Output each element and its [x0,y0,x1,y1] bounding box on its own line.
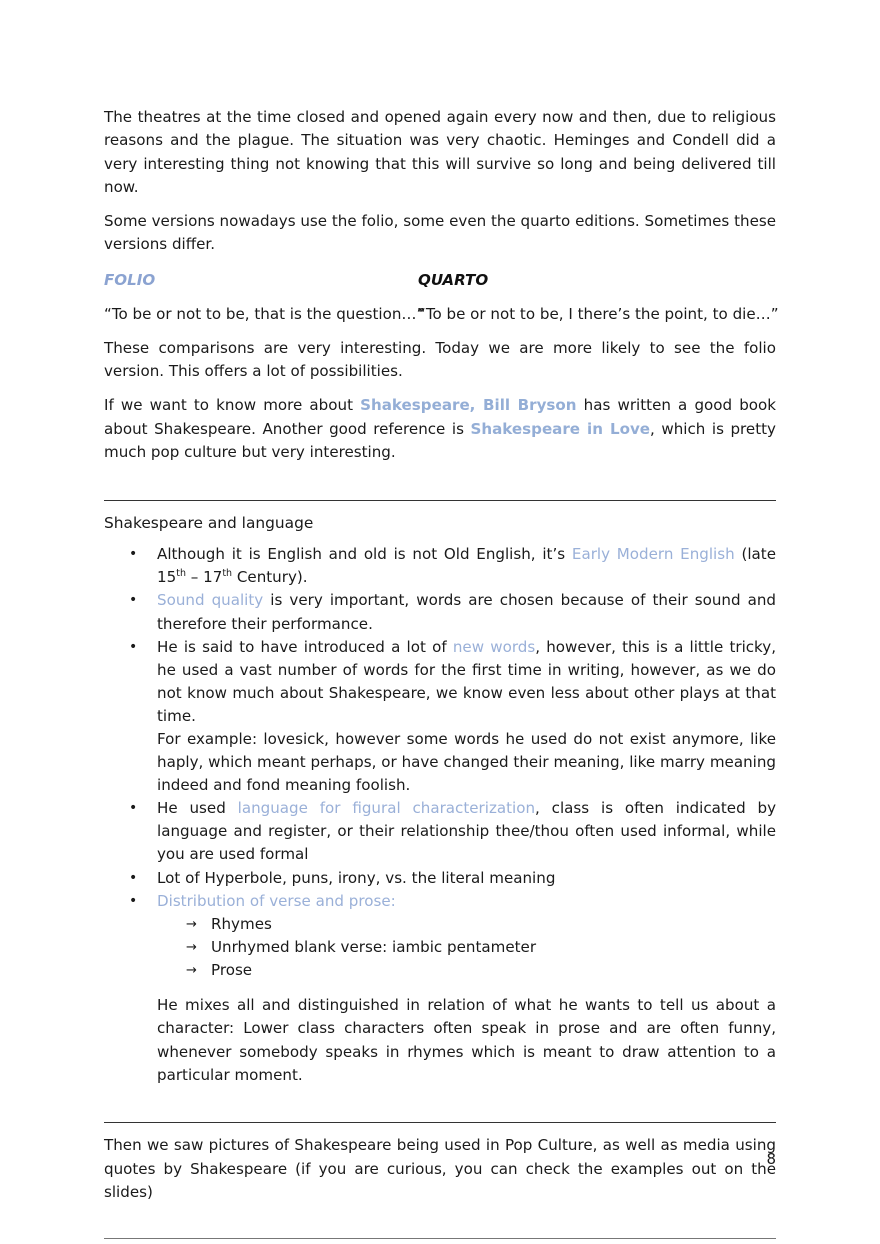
paragraph-pop-culture: Then we saw pictures of Shakespeare bein… [104,1136,776,1201]
bullet-icon: • [129,592,138,609]
bullet-icon: • [129,869,138,886]
text-run: Century). [232,568,308,587]
reference-bryson: Shakespeare, Bill Bryson [360,396,577,415]
quarto-quote: “To be or not to be, I there’s the point… [418,304,779,323]
folio-label: FOLIO [104,270,156,289]
text-run: , class is often indicated by language a… [157,799,777,864]
bullet-icon: • [129,638,138,655]
paragraph-mixes: He mixes all and distinguished in relati… [157,996,776,1084]
section-divider [104,500,776,502]
sub-list-item: → Unrhymed blank verse: iambic pentameter [186,936,776,959]
text-run: For example: lovesick, however some word… [157,730,776,795]
paragraph-versions: Some versions nowadays use the folio, so… [104,212,777,254]
list-item: • He used language for figural characteri… [104,797,776,866]
document-page: The theatres at the time closed and open… [104,106,779,1240]
sub-list-item: → Prose [186,959,776,982]
text-run: Unrhymed blank verse: iambic pentameter [211,937,537,956]
list-item: •He is said to have introduced a lot of … [104,636,776,798]
language-bullet-list: • Although it is English and old is not O… [104,543,776,982]
quarto-label: QUARTO [418,270,489,289]
paragraph-comparisons: These comparisons are very interesting. … [104,338,776,381]
paragraph-references: If we want to know more about Shakespear… [104,394,776,464]
arrow-right-icon: → [186,939,197,955]
text-run: If we want to know more about [104,396,361,415]
highlight-sound-quality: Sound quality [157,591,264,610]
text-run: (late 15 [157,545,776,587]
text-run: Although it is English and old is not Ol… [157,545,572,564]
page-number: 8 [766,1150,776,1168]
text-run: Rhymes [211,914,272,933]
list-item: • Distribution of verse and prose: → Rhyme… [104,890,776,982]
arrow-right-icon: → [186,962,197,978]
text-run: – 17 [185,568,223,587]
arrow-right-icon: → [186,916,197,932]
superscript: th [176,568,186,580]
list-item: • Lot of Hyperbole, puns, irony, vs. the … [104,867,776,890]
bullet-icon: • [129,892,138,909]
highlight-verse-prose: Distribution of verse and prose: [157,891,396,910]
highlight-new-words: new words [452,637,536,656]
text-run: He used [157,799,238,818]
verse-prose-sublist: → Rhymes → Unrhymed blank verse: iambic pe… [157,913,776,982]
footer-divider [104,1238,776,1240]
section-divider [104,1122,776,1124]
paragraph-theatres: The theatres at the time closed and open… [104,108,776,196]
folio-quote: “To be or not to be, that is the questio… [104,304,425,323]
text-run: Lot of Hyperbole, puns, irony, vs. the l… [157,868,556,887]
comparison-labels: FOLIO QUARTO [104,269,776,292]
comparison-quotes: “To be or not to be, that is the questio… [104,303,779,326]
text-run: has written a good book about Shakespear… [104,396,777,438]
section-heading: Shakespeare and language [104,514,314,533]
sub-list-item: → Rhymes [186,913,776,936]
superscript: th [222,568,233,580]
text-run: He is said to have introduced a lot of [157,637,453,656]
highlight-early-modern-english: Early Modern English [571,545,735,564]
list-item: • Sound quality is very important, words … [104,589,776,635]
text-run: , which is pretty much pop culture but v… [104,419,776,461]
bullet-icon: • [129,546,138,563]
text-run: , however, this is a little tricky, he u… [157,637,776,725]
list-item: • Although it is English and old is not O… [104,543,776,589]
highlight-figural-characterization: language for figural characterization [237,799,536,818]
reference-shakespeare-in-love: Shakespeare in Love [470,419,651,438]
text-run: is very important, words are chosen beca… [157,591,776,633]
text-run: Prose [211,960,253,979]
bullet-icon: • [129,800,138,817]
